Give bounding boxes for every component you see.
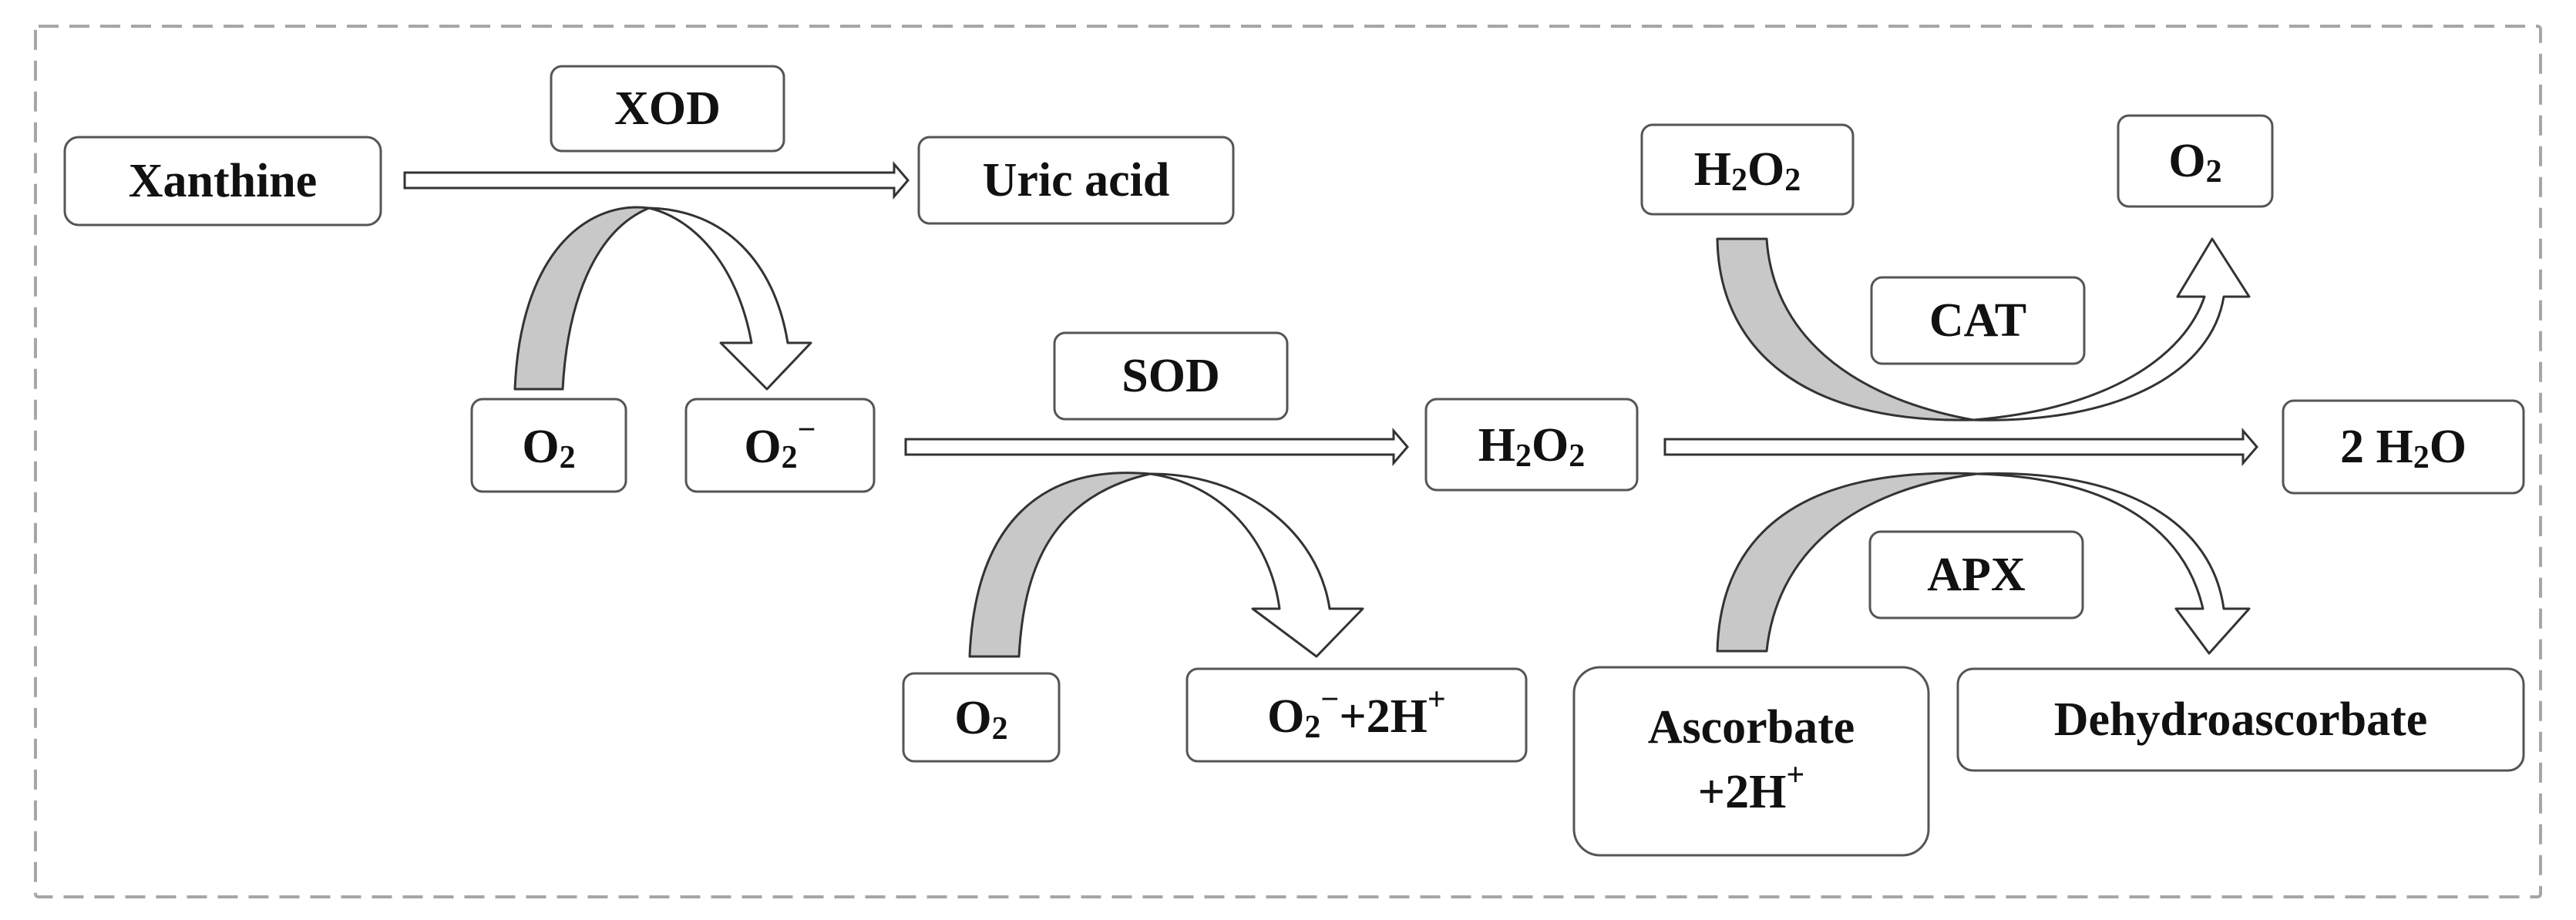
xod-enzyme-box [550,65,785,153]
cat-arrow-out [1972,237,2251,421]
sod-h2o2-product-label: H2O2 [1478,419,1585,474]
sod-cofactor-curve-in [968,472,1152,658]
sod-enzyme-label: SOD [1122,350,1219,402]
xod-superoxide-out-label: O2− [744,412,816,475]
ascorbate-label-line1: Ascorbate [1648,701,1855,754]
cat-h2o2-in-label: H2O2 [1694,143,1801,198]
xanthine-label: Xanthine [129,155,318,207]
sod-cofactor-out-label: O2−+2H+ [1267,682,1446,745]
apx-enzyme-box [1868,530,2084,619]
cat-o2-out-box [2117,114,2274,208]
xod-o2-in-label: O2 [522,421,575,475]
sod-enzyme-box [1053,331,1289,421]
sod-cofactor-arrow-out [1148,472,1364,658]
sod-cofactor-out-box [1185,667,1528,763]
ascorbate-box [1572,666,1930,857]
xod-o2-in-box [470,398,627,493]
h2o2-reaction-arrow [1663,427,2258,467]
xanthine-box [63,136,382,227]
h2o2-decomposition: H2O2 O2 CAT 2 H2O APX Ascorbate +2H+ Deh… [1572,114,2525,857]
cat-enzyme-label: CAT [1929,294,2026,347]
cat-enzyme-box [1870,276,2086,365]
sod-o2-in-box [902,672,1061,763]
xod-reaction: Xanthine XOD Uric acid O2 O2− [63,65,1235,493]
xod-cofactor-curve-in [513,206,651,391]
cat-h2o2-in-box [1640,123,1855,216]
cat-o2-out-label: O2 [2168,135,2221,190]
sod-h2o2-product-box [1424,398,1639,492]
dehydroascorbate-box [1956,667,2525,772]
water-product-box [2282,399,2525,495]
uric-acid-label: Uric acid [983,154,1170,206]
sod-reaction: SOD H2O2 O2 O2−+2H+ [902,331,1639,763]
apx-arrow-out [1976,472,2251,655]
sod-o2-in-label: O2 [954,692,1007,747]
ascorbate-label-line2: +2H+ [1698,757,1805,818]
apx-enzyme-label: APX [1927,549,2026,601]
xod-reaction-arrow [403,160,910,200]
diagram-frame [34,25,2542,898]
xod-cofactor-arrow-out [647,206,812,391]
dehydroascorbate-label: Dehydroascorbate [2054,693,2427,746]
water-product-label: 2 H2O [2340,421,2467,475]
xod-enzyme-label: XOD [614,82,721,135]
xod-superoxide-out-box [684,398,876,493]
sod-reaction-arrow [904,427,1409,467]
uric-acid-box [917,136,1235,225]
